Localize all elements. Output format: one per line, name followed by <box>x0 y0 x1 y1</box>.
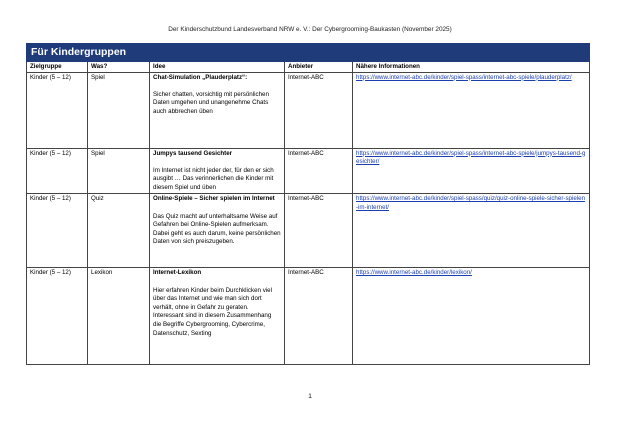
idea-description: Sicher chatten, vorsichtig mit persönlic… <box>153 90 269 115</box>
idea-description: Das Quiz macht auf unterhaltsame Weise a… <box>153 212 281 246</box>
table-row: Kinder (5 – 12) Lexikon Internet-Lexikon… <box>26 267 591 366</box>
cell-idee: Jumpys tausend Gesichter Im Internet ist… <box>149 147 285 195</box>
cell-was: Lexikon <box>87 267 150 366</box>
idea-title: Internet-Lexikon <box>153 269 202 277</box>
idea-title: Online-Spiele – Sicher spielen im Intern… <box>153 195 275 203</box>
table-row: Kinder (5 – 12) Quiz Online-Spiele – Sic… <box>26 193 591 269</box>
cell-info: https://www.internet-abc.de/kinder/spiel… <box>351 147 591 195</box>
table-row: Kinder (5 – 12) Spiel Jumpys tausend Ges… <box>26 147 591 195</box>
info-link[interactable]: https://www.internet-abc.de/kinder/lexik… <box>356 269 472 277</box>
cell-idee: Internet-Lexikon Hier erfahren Kinder be… <box>149 267 285 366</box>
column-header-anbieter: Anbieter <box>284 61 353 73</box>
info-link[interactable]: https://www.internet-abc.de/kinder/spiel… <box>356 195 586 212</box>
cell-anbieter: Internet-ABC <box>284 71 353 149</box>
cell-idee: Chat-Simulation „Plauderplatz“: Sicher c… <box>149 71 285 149</box>
cell-was: Quiz <box>87 193 150 269</box>
column-header-was: Was? <box>87 61 150 73</box>
cell-zielgruppe: Kinder (5 – 12) <box>26 267 88 366</box>
info-link[interactable]: https://www.internet-abc.de/kinder/spiel… <box>356 73 572 81</box>
cell-anbieter: Internet-ABC <box>284 267 353 366</box>
cell-was: Spiel <box>87 147 150 195</box>
cell-anbieter: Internet-ABC <box>284 147 353 195</box>
idea-title: Chat-Simulation „Plauderplatz“: <box>153 73 248 81</box>
table-row: Kinder (5 – 12) Spiel Chat-Simulation „P… <box>26 71 591 149</box>
cell-info: https://www.internet-abc.de/kinder/spiel… <box>351 71 591 149</box>
cell-was: Spiel <box>87 71 150 149</box>
column-header-idee: Idee <box>149 61 285 73</box>
idea-description: Im Internet ist nicht jeder der, für den… <box>153 166 274 191</box>
page-header: Der Kinderschutzbund Landesverband NRW e… <box>168 26 452 33</box>
idea-description: Hier erfahren Kinder beim Durchklicken v… <box>153 286 272 337</box>
cell-idee: Online-Spiele – Sicher spielen im Intern… <box>149 193 285 269</box>
cell-info: https://www.internet-abc.de/kinder/spiel… <box>351 193 591 269</box>
cell-zielgruppe: Kinder (5 – 12) <box>26 193 88 269</box>
cell-zielgruppe: Kinder (5 – 12) <box>26 71 88 149</box>
column-header-zielgruppe: Zielgruppe <box>26 61 88 73</box>
info-link[interactable]: https://www.internet-abc.de/kinder/spiel… <box>356 149 586 166</box>
column-header-informationen: Nähere Informationen <box>351 61 591 73</box>
offers-table: Für Kindergruppen Zielgruppe Was? Idee A… <box>25 43 591 366</box>
cell-anbieter: Internet-ABC <box>284 193 353 269</box>
cell-zielgruppe: Kinder (5 – 12) <box>26 147 88 195</box>
idea-title: Jumpys tausend Gesichter <box>153 149 233 157</box>
page-number: 1 <box>308 393 312 400</box>
table-title: Für Kindergruppen <box>25 43 591 62</box>
cell-info: https://www.internet-abc.de/kinder/lexik… <box>351 267 591 366</box>
